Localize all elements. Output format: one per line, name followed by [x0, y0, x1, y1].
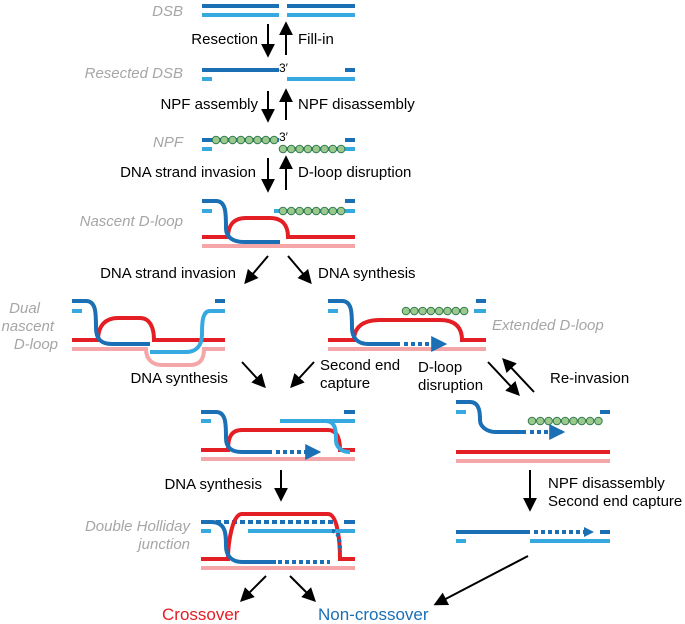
stage-label-resected-dsb: Resected DSB	[85, 65, 183, 82]
protein-bead	[211, 135, 221, 145]
protein-bead	[320, 144, 329, 154]
extended-to-merge-arrow	[290, 361, 315, 389]
protein-bead	[536, 416, 545, 426]
protein-bead	[220, 135, 229, 145]
step-resection: Resection	[191, 31, 258, 48]
stage-label-extended-dloop: Extended D-loop	[492, 317, 604, 334]
to-crossover-arrow	[240, 575, 267, 602]
protein-bead	[426, 306, 436, 316]
step-npf-disassembly-capture-1: NPF disassembly	[548, 475, 665, 492]
step-second-strand-invasion: DNA strand invasion	[100, 265, 236, 282]
extended-dloop-protein-filament	[401, 306, 469, 316]
step-npf-disassembly: NPF disassembly	[298, 96, 415, 113]
stage-label-dhj-1: Double Holliday	[85, 518, 192, 535]
step-npf-disassembly-capture-2: Second end capture	[548, 493, 682, 510]
to-non-crossover-arrow-right	[433, 555, 529, 606]
protein-bead	[295, 144, 304, 154]
protein-bead	[228, 135, 237, 145]
protein-bead	[434, 306, 444, 316]
protein-bead	[585, 416, 595, 426]
protein-bead	[552, 416, 562, 426]
protein-bead	[410, 306, 419, 316]
stage-label-dual-nascent-2: nascent	[1, 318, 54, 335]
branch-arrow-left	[244, 255, 269, 285]
protein-bead	[261, 135, 271, 145]
step-fill-in: Fill-in	[298, 31, 334, 48]
step-dna-synthesis-bottom: DNA synthesis	[164, 476, 262, 493]
step-dloop-disruption: D-loop disruption	[298, 164, 411, 181]
extended-dloop	[328, 299, 486, 352]
protein-bead	[278, 206, 288, 216]
protein-bead	[269, 135, 279, 145]
dloop-disruption2-arrow	[487, 361, 520, 397]
protein-bead	[303, 206, 313, 216]
npf-three-prime-end: 3′	[279, 130, 289, 144]
step-dna-strand-invasion: DNA strand invasion	[120, 164, 256, 181]
outcome-non-crossover: Non-crossover	[318, 605, 429, 624]
protein-bead	[544, 416, 553, 426]
protein-bead	[244, 135, 254, 145]
sdsa-product	[456, 530, 610, 543]
protein-bead	[278, 144, 288, 154]
protein-bead	[336, 206, 346, 216]
outcome-crossover: Crossover	[162, 605, 240, 624]
protein-bead	[401, 306, 411, 316]
protein-bead	[287, 144, 296, 154]
stage-label-nascent-dloop: Nascent D-loop	[80, 213, 183, 230]
dual-nascent-dloop	[72, 299, 225, 367]
protein-bead	[560, 416, 570, 426]
step-reinvasion: Re-invasion	[550, 370, 629, 387]
npf-protein-filament-left	[211, 135, 279, 145]
protein-bead	[328, 206, 338, 216]
protein-bead	[311, 144, 321, 154]
stage-label-dsb: DSB	[152, 3, 183, 20]
protein-bead	[577, 416, 587, 426]
protein-bead	[443, 306, 452, 316]
protein-bead	[451, 306, 461, 316]
reinvasion-arrow	[502, 357, 535, 393]
dsb-duplex	[202, 4, 355, 17]
double-holliday-junction	[201, 512, 355, 570]
step-dna-synthesis-right: DNA synthesis	[318, 265, 416, 282]
stage-label-npf: NPF	[153, 134, 184, 151]
step-second-end-capture-2: capture	[320, 375, 370, 392]
protein-bead	[527, 416, 537, 426]
to-non-crossover-arrow-left	[289, 575, 316, 602]
protein-bead	[320, 206, 329, 216]
protein-bead	[311, 206, 321, 216]
stage-label-dual-nascent-1: Dual	[9, 300, 41, 317]
npf-protein-filament-right	[278, 144, 346, 154]
step-npf-assembly: NPF assembly	[160, 96, 258, 113]
disrupted-dloop-protein-filament	[527, 416, 603, 426]
sdsa-synthesis-arrowhead	[584, 527, 594, 537]
protein-bead	[295, 206, 304, 216]
step-dloop-disruption2-1: D-loop	[418, 359, 462, 376]
branch-arrow-right	[287, 255, 312, 285]
protein-bead	[303, 144, 313, 154]
protein-bead	[236, 135, 246, 145]
three-prime-end: 3′	[279, 61, 289, 75]
protein-bead	[336, 144, 346, 154]
nascent-dloop-protein-filament	[278, 206, 346, 216]
stage-label-dual-nascent-3: D-loop	[14, 336, 58, 353]
protein-bead	[594, 416, 603, 426]
protein-bead	[418, 306, 427, 316]
protein-bead	[569, 416, 578, 426]
step-dloop-disruption2-2: disruption	[418, 377, 483, 394]
resected-dsb-duplex	[202, 68, 355, 81]
protein-bead	[459, 306, 469, 316]
protein-bead	[287, 206, 296, 216]
dual-to-merge-arrow	[241, 361, 266, 389]
step-second-end-capture-1: Second end	[320, 357, 400, 374]
step-dna-synthesis-left: DNA synthesis	[130, 370, 228, 387]
disrupted-dloop	[456, 400, 610, 463]
protein-bead	[253, 135, 262, 145]
protein-bead	[328, 144, 338, 154]
second-end-captured-intermediate	[201, 410, 355, 461]
stage-label-dhj-2: junction	[136, 536, 190, 553]
